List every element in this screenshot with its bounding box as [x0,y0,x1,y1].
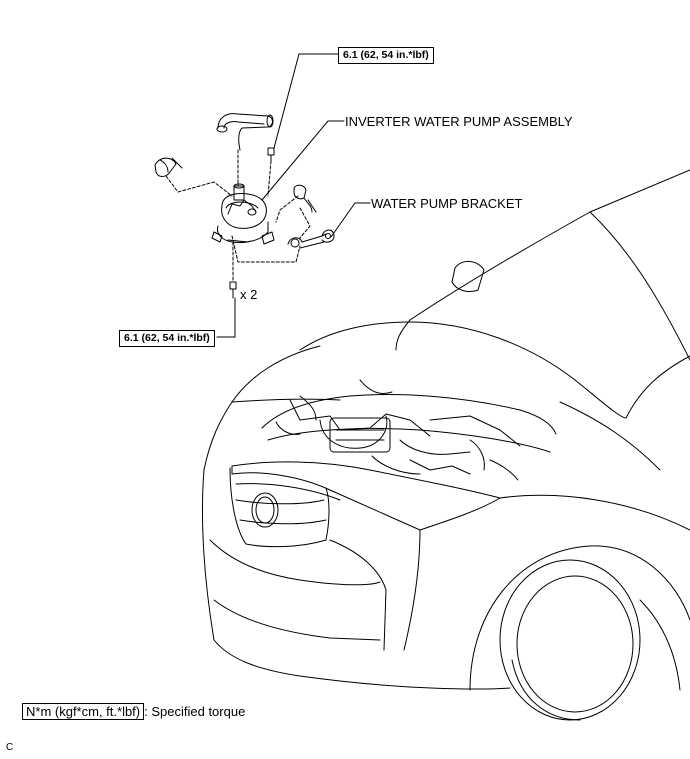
alignment-lines [165,149,311,283]
front-grille [229,467,330,548]
legend-description: : Specified torque [144,704,246,719]
headlight [231,461,501,531]
illustration-code: C [6,742,14,753]
bottom-torque-spec: 6.1 (62, 54 in.*lbf) [119,330,215,347]
bolt-quantity-label: x 2 [240,287,258,302]
bracket-leader [330,202,371,238]
inverter-water-pump-label: INVERTER WATER PUMP ASSEMBLY [345,114,573,129]
pump-connector [293,184,317,213]
torque-legend: N*m (kgf*cm, ft.*lbf): Specified torque [22,703,246,720]
top-torque-leader [273,53,339,149]
vehicle-outline [201,169,690,721]
legend-unit-box: N*m (kgf*cm, ft.*lbf) [22,703,145,720]
inverter-water-pump [211,183,275,245]
pump-leader [261,120,345,201]
engine-bay [261,379,557,481]
wheel-arch [469,545,690,691]
emblem [251,492,279,528]
front-wheel [499,559,641,721]
bottom-torque-leader [216,297,236,338]
top-torque-spec: 6.1 (62, 54 in.*lbf) [338,47,434,64]
hood [299,321,576,381]
bottom-bolt [229,281,237,299]
top-bolt [267,147,275,162]
hose-clip [154,157,183,177]
windshield [409,169,690,321]
leader-lines [216,53,371,338]
water-pump-bracket-label: WATER PUMP BRACKET [371,196,523,211]
water-hose [216,113,274,151]
side-mirror [451,261,485,293]
water-pump-bracket [287,229,335,249]
